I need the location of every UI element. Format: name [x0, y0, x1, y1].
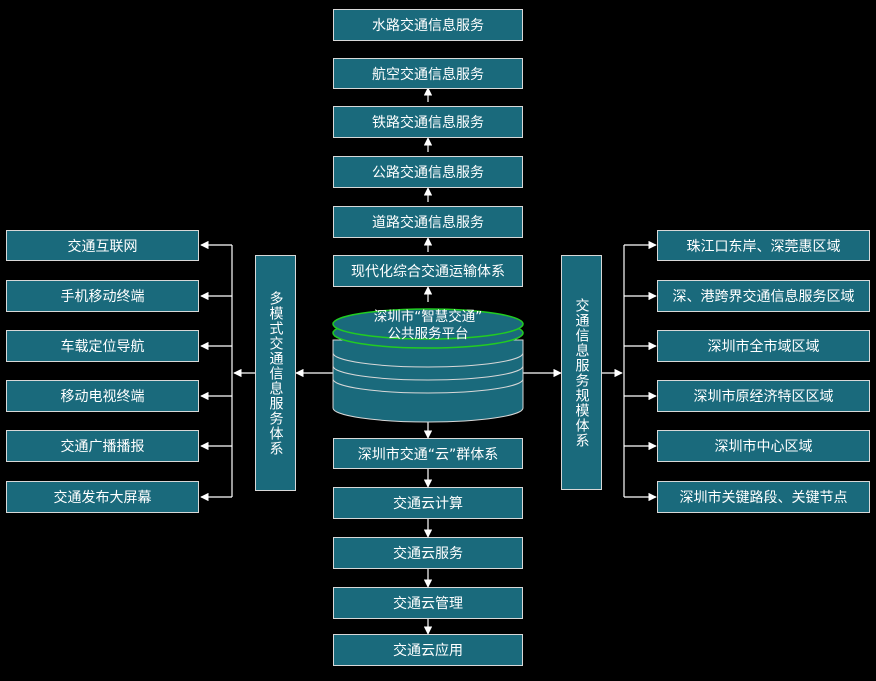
platform-title: 深圳市“智慧交通” 公共服务平台 [333, 309, 523, 343]
right-item-citywide-region: 深圳市全市域区域 [657, 330, 870, 362]
left-item-radio-broadcast: 交通广播播报 [6, 430, 199, 462]
left-item-big-screen: 交通发布大屏幕 [6, 481, 199, 513]
right-item-key-roads-nodes: 深圳市关键路段、关键节点 [657, 481, 870, 513]
right-item-cross-border-region: 深、港跨界交通信息服务区域 [657, 280, 870, 312]
cloud-service: 交通云服务 [333, 537, 523, 569]
right-item-center-region: 深圳市中心区域 [657, 430, 870, 462]
right-item-pearl-river-region: 珠江口东岸、深莞惠区域 [657, 230, 870, 261]
multimodal-info-system: 多模式交通信息服务体系 [255, 255, 296, 491]
platform-title-line1: 深圳市“智慧交通” [373, 309, 483, 325]
left-item-internet: 交通互联网 [6, 230, 199, 261]
service-aviation: 航空交通信息服务 [333, 58, 523, 89]
left-item-mobile-terminal: 手机移动终端 [6, 280, 199, 312]
multimodal-info-system-label: 多模式交通信息服务体系 [267, 290, 284, 456]
service-railway: 铁路交通信息服务 [333, 106, 523, 138]
cloud-computing: 交通云计算 [333, 487, 523, 519]
service-road: 道路交通信息服务 [333, 206, 523, 238]
platform-title-line2: 公共服务平台 [387, 326, 469, 342]
left-item-vehicle-navigation: 车载定位导航 [6, 330, 199, 362]
cloud-management: 交通云管理 [333, 587, 523, 619]
cloud-group-system: 深圳市交通“云”群体系 [333, 438, 523, 469]
scale-info-system: 交通信息服务规模体系 [561, 255, 602, 490]
service-highway: 公路交通信息服务 [333, 156, 523, 188]
modern-transport-system: 现代化综合交通运输体系 [333, 255, 523, 287]
right-item-sez-region: 深圳市原经济特区区域 [657, 380, 870, 412]
scale-info-system-label: 交通信息服务规模体系 [573, 297, 590, 448]
cloud-application: 交通云应用 [333, 634, 523, 666]
platform-cylinder [332, 308, 524, 423]
left-item-mobile-tv: 移动电视终端 [6, 380, 199, 412]
service-waterway: 水路交通信息服务 [333, 9, 523, 41]
